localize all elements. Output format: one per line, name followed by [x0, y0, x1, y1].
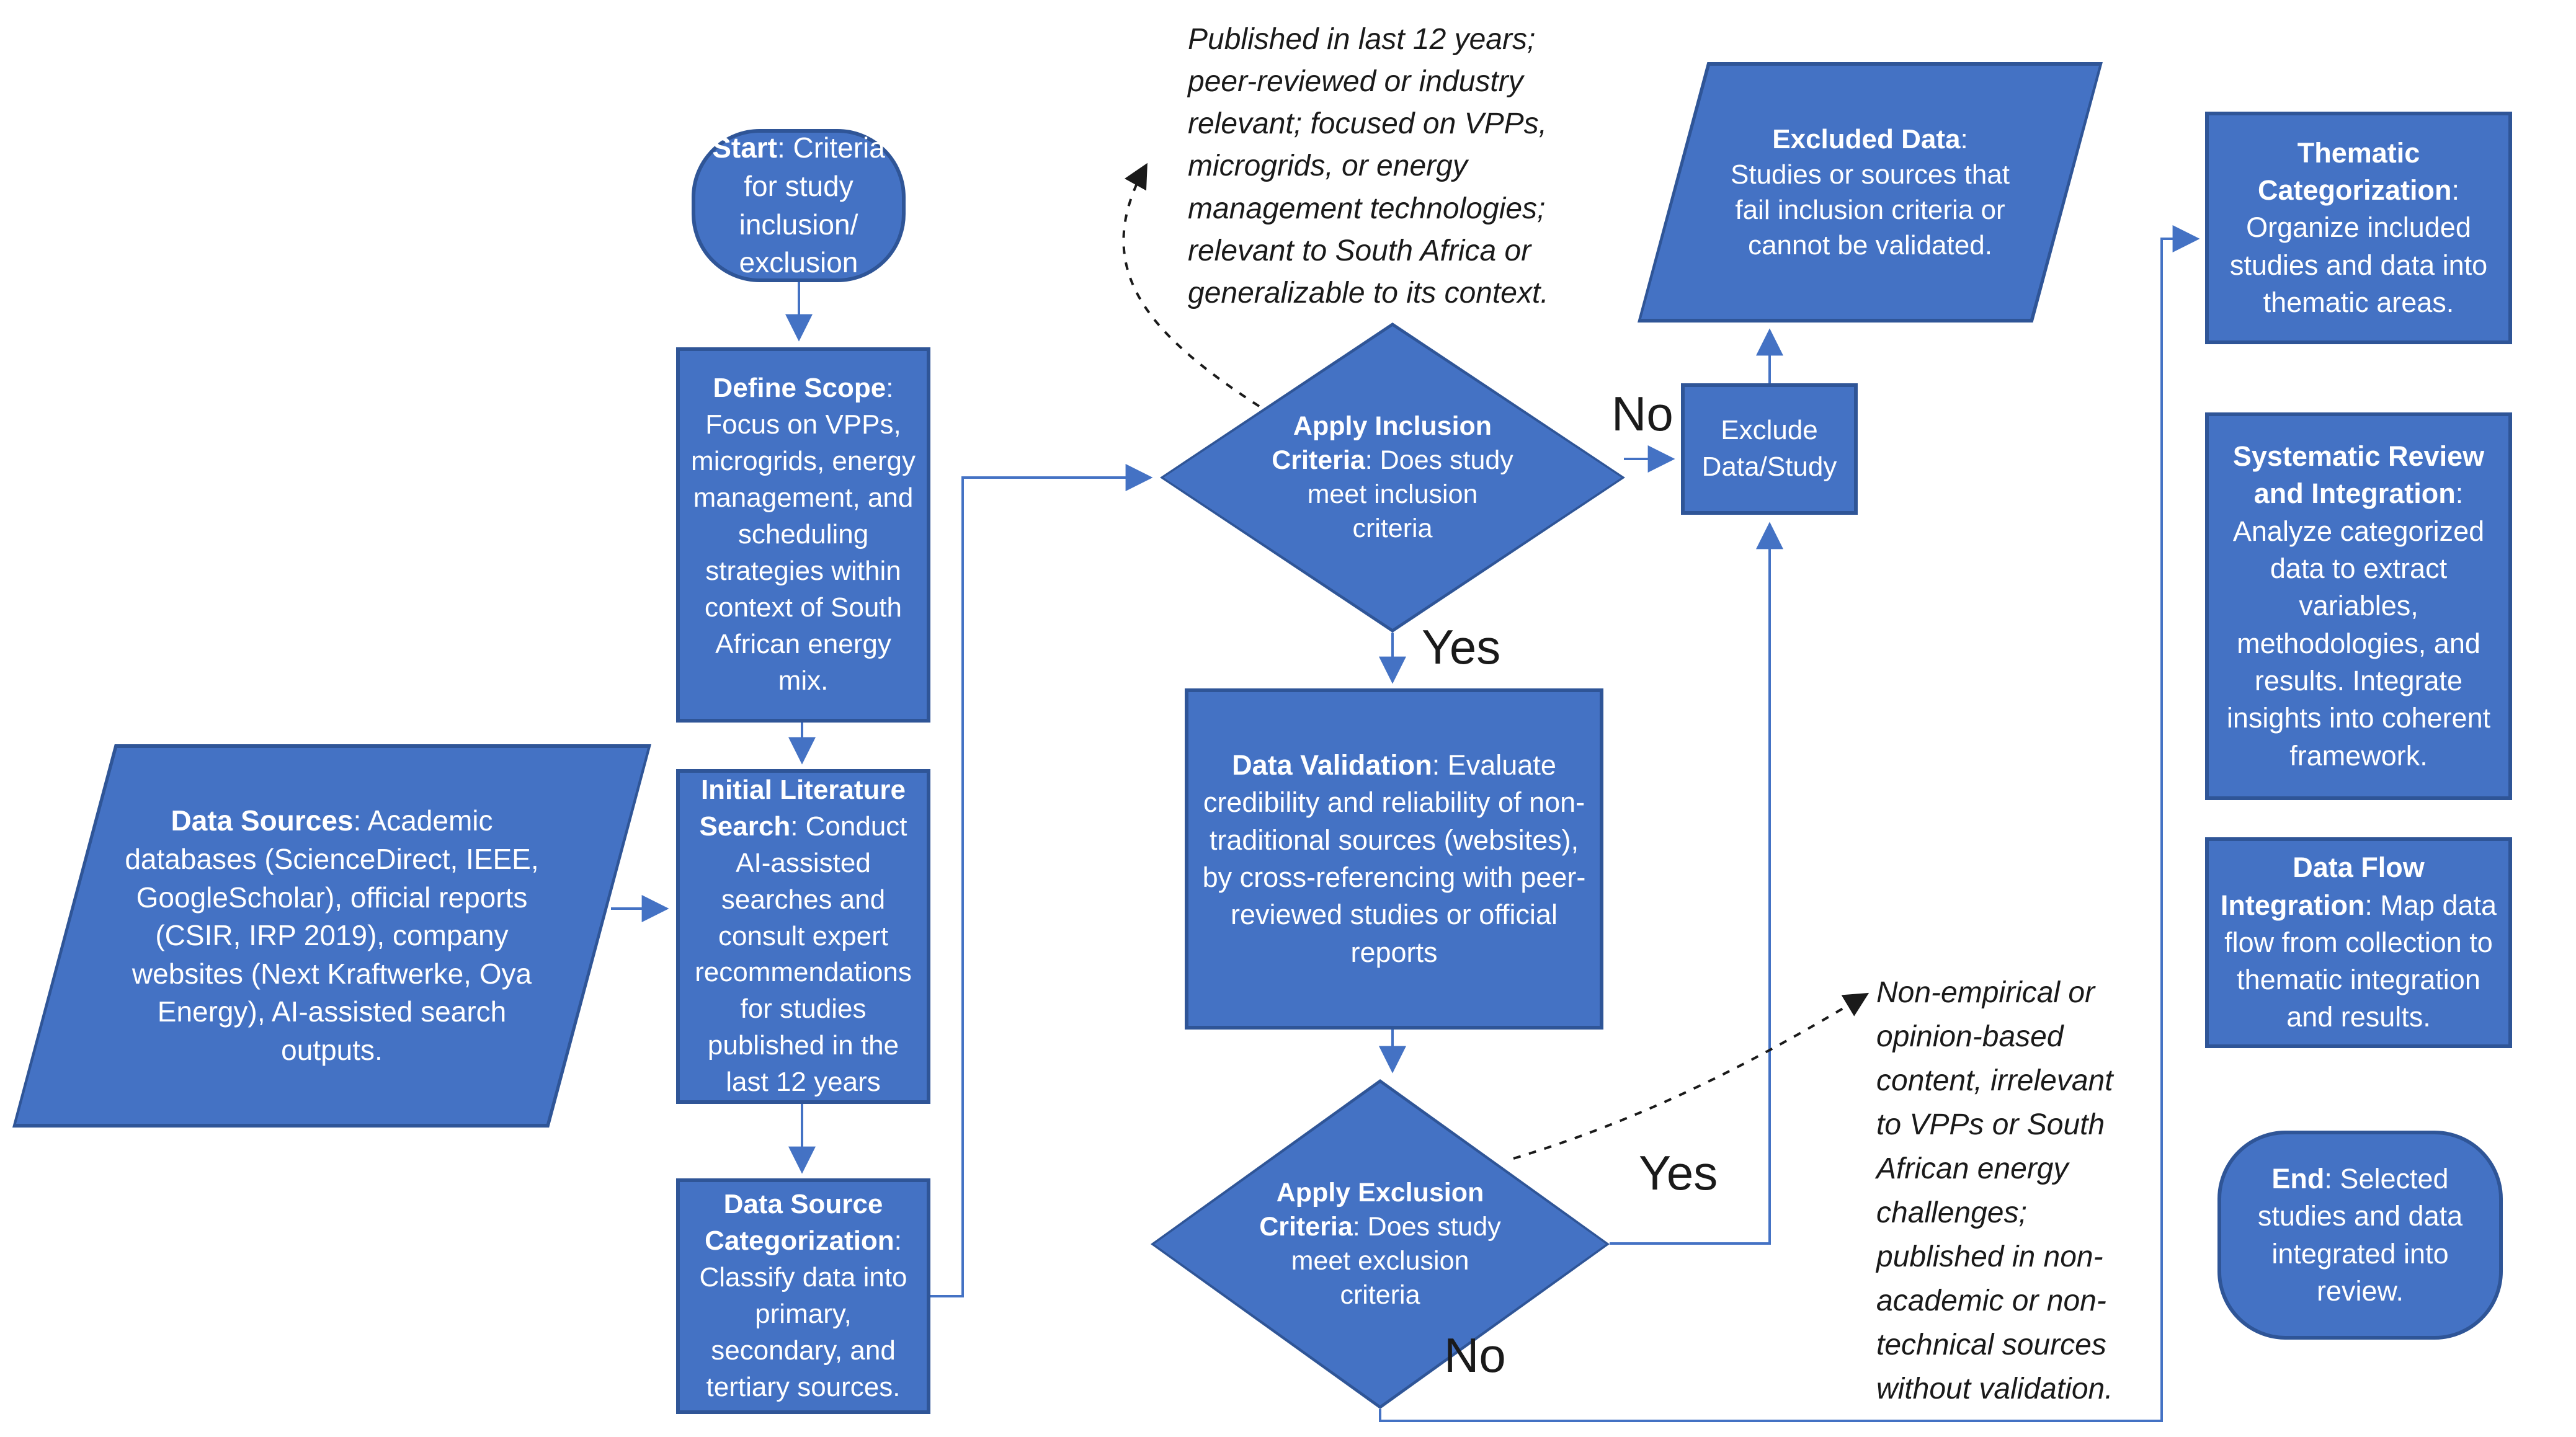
node-apply-inclusion-criteria-label: Apply Inclusion Criteria: Does study mee… — [1272, 411, 1513, 544]
node-data-validation-label: Data Validation: Evaluate credibility an… — [1202, 749, 1586, 968]
node-excluded-data-label: Excluded Data: Studies or sources that f… — [1731, 123, 2010, 261]
node-data-validation: Data Validation: Evaluate credibility an… — [1185, 688, 1603, 1030]
node-end: End: Selected studies and data integrate… — [2217, 1131, 2503, 1340]
annotation-inclusion-criteria: Published in last 12 years; peer-reviewe… — [1188, 23, 1549, 309]
node-apply-inclusion-criteria: Apply Inclusion Criteria: Does study mee… — [1160, 323, 1625, 633]
node-data-flow-integration: Data Flow Integration: Map data flow fro… — [2205, 837, 2512, 1048]
node-end-label: End: Selected studies and data integrate… — [2257, 1162, 2463, 1307]
node-data-sources-label: Data Sources: Academic databases (Scienc… — [125, 804, 539, 1067]
edge-exclusion-yes-to-exclude — [1610, 522, 1783, 1245]
edge-categorization-to-inclusion-diamond — [930, 464, 1153, 1297]
edge-label-inclusion-yes: Yes — [1422, 620, 1501, 674]
edge-label-exclusion-no: No — [1444, 1328, 1506, 1382]
node-data-flow-integration-label: Data Flow Integration: Map data flow fro… — [2220, 852, 2497, 1033]
node-define-scope-label: Define Scope: Focus on VPPs, microgrids,… — [691, 373, 916, 696]
node-thematic-categorization-label: Thematic Categorization: Organize includ… — [2229, 136, 2488, 318]
node-systematic-review-label: Systematic Review and Integration: Analy… — [2226, 440, 2491, 772]
node-exclude-data-study: Exclude Data/Study — [1681, 383, 1858, 515]
node-initial-literature-search: Initial Literature Search: Conduct AI-as… — [676, 769, 930, 1104]
node-start-label: Start: Criteria for study inclusion/ exc… — [712, 131, 885, 279]
node-define-scope: Define Scope: Focus on VPPs, microgrids,… — [676, 347, 930, 723]
annotation-exclusion-criteria: Non-empirical or opinion-based content, … — [1876, 976, 2113, 1406]
node-data-source-categorization-label: Data Source Categorization: Classify dat… — [699, 1189, 907, 1402]
node-start: Start: Criteria for study inclusion/ exc… — [692, 129, 906, 282]
edge-label-exclusion-yes: Yes — [1639, 1146, 1718, 1200]
node-exclude-data-study-label: Exclude Data/Study — [1701, 415, 1837, 482]
node-apply-exclusion-criteria-label: Apply Exclusion Criteria: Does study mee… — [1259, 1177, 1501, 1310]
node-apply-exclusion-criteria: Apply Exclusion Criteria: Does study mee… — [1151, 1079, 1610, 1409]
node-data-source-categorization: Data Source Categorization: Classify dat… — [676, 1178, 930, 1414]
node-initial-literature-search-label: Initial Literature Search: Conduct AI-as… — [695, 774, 912, 1098]
node-systematic-review: Systematic Review and Integration: Analy… — [2205, 412, 2512, 800]
node-excluded-data: Excluded Data: Studies or sources that f… — [1638, 62, 2103, 323]
edge-label-inclusion-no: No — [1611, 386, 1674, 441]
node-data-sources: Data Sources: Academic databases (Scienc… — [12, 744, 651, 1128]
node-thematic-categorization: Thematic Categorization: Organize includ… — [2205, 112, 2512, 344]
